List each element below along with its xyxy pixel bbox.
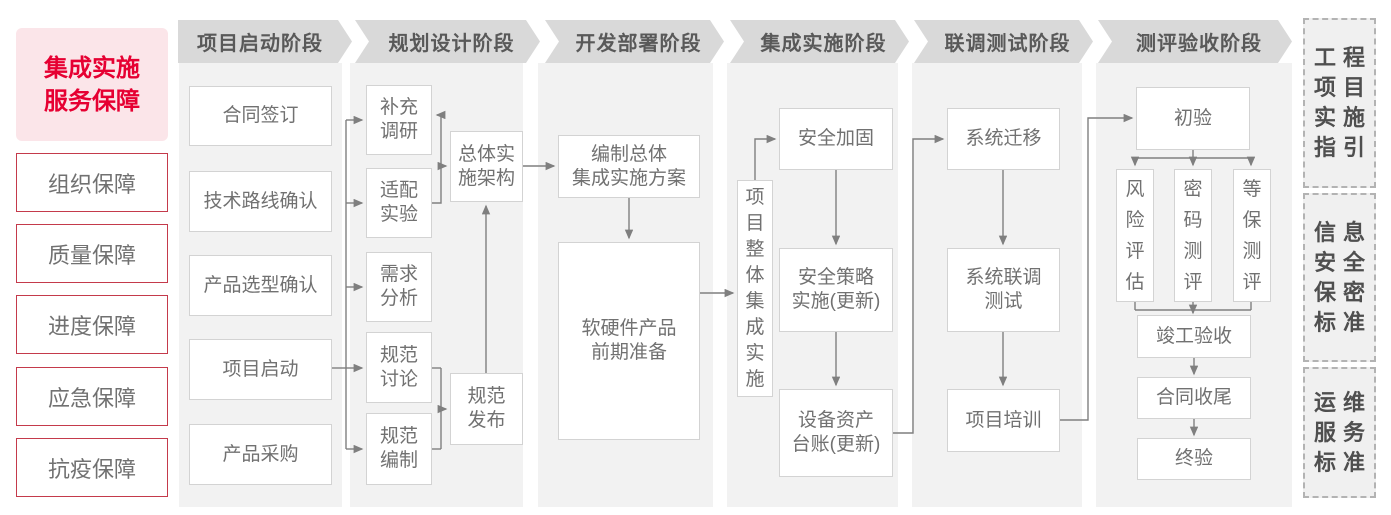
box-classified-protection-evaluation: 等 保 测 评 — [1233, 169, 1271, 302]
box-risk-assessment: 风 险 评 估 — [1116, 169, 1154, 302]
box-spec-release: 规范 发布 — [450, 373, 523, 445]
phase-header-develop-deploy: 开发部署阶段 — [545, 20, 724, 63]
box-security-policy-implementation: 安全策略 实施(更新) — [779, 248, 893, 332]
guarantee-item-schedule: 进度保障 — [16, 295, 168, 354]
box-equipment-asset-ledger: 设备资产 台账(更新) — [779, 389, 893, 477]
phase-header-integration-implementation: 集成实施阶段 — [730, 20, 909, 63]
panel-title-integration-service-guarantee: 集成实施 服务保障 — [16, 28, 168, 141]
box-password-evaluation: 密 码 测 评 — [1174, 169, 1212, 302]
box-overall-integration-plan: 编制总体 集成实施方案 — [558, 135, 700, 198]
box-preliminary-acceptance: 初验 — [1136, 87, 1250, 150]
phase-header-evaluation-acceptance: 测评验收阶段 — [1098, 20, 1292, 63]
box-project-training: 项目培训 — [947, 389, 1060, 452]
standard-project-implementation-guide: 工程 项目 实施 指引 — [1303, 18, 1376, 188]
box-overall-implementation-architecture: 总体实 施架构 — [450, 131, 523, 202]
phase-header-project-kickoff: 项目启动阶段 — [178, 20, 352, 63]
guarantee-item-emergency: 应急保障 — [16, 367, 168, 426]
box-contract-closure: 合同收尾 — [1137, 377, 1251, 419]
box-product-procurement: 产品采购 — [189, 424, 332, 485]
guarantee-item-epidemic: 抗疫保障 — [16, 438, 168, 497]
box-system-joint-debug-test: 系统联调 测试 — [947, 248, 1060, 332]
box-security-hardening: 安全加固 — [779, 108, 893, 170]
box-completion-acceptance: 竣工验收 — [1137, 315, 1251, 358]
standard-info-security-confidentiality: 信息 安全 保密 标准 — [1303, 193, 1376, 362]
box-system-migration: 系统迁移 — [947, 108, 1060, 170]
box-spec-compilation: 规范 编制 — [366, 413, 432, 485]
box-adaptation-test: 适配 实验 — [366, 168, 432, 238]
box-hw-sw-preparation: 软硬件产品 前期准备 — [558, 242, 700, 440]
connector-group — [332, 110, 1256, 454]
guarantee-item-quality: 质量保障 — [16, 224, 168, 283]
box-spec-discussion: 规范 讨论 — [366, 332, 432, 403]
standard-om-service: 运维 服务 标准 — [1303, 367, 1376, 498]
phase-header-planning-design: 规划设计阶段 — [355, 20, 540, 63]
box-project-kickoff: 项目启动 — [189, 339, 332, 400]
box-tech-route-confirm: 技术路线确认 — [189, 171, 332, 232]
box-contract-signing: 合同签订 — [189, 86, 332, 146]
guarantee-item-organization: 组织保障 — [16, 153, 168, 212]
box-requirement-analysis: 需求 分析 — [366, 252, 432, 322]
box-final-acceptance: 终验 — [1137, 438, 1251, 480]
box-product-selection-confirm: 产品选型确认 — [189, 255, 332, 316]
box-supplementary-research: 补充 调研 — [366, 85, 432, 155]
phase-header-joint-debug-test: 联调测试阶段 — [914, 20, 1093, 63]
box-project-overall-integration: 项 目 整 体 集 成 实 施 — [737, 180, 773, 397]
